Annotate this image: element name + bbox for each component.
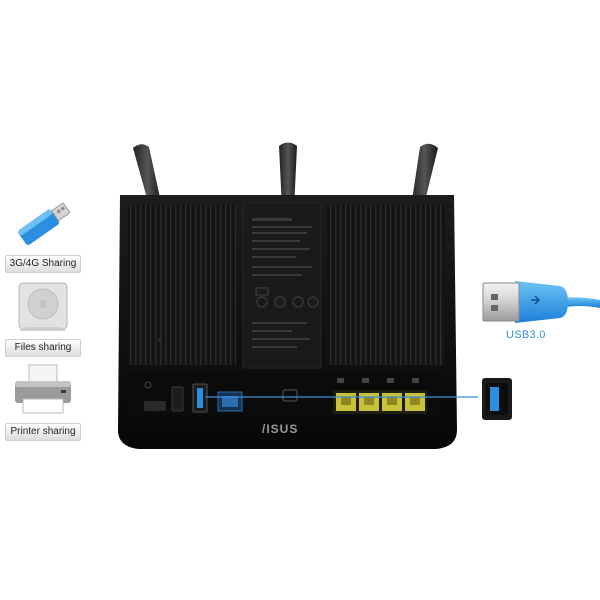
feature-label: Printer sharing (5, 423, 81, 441)
feature-label: 3G/4G Sharing (5, 255, 81, 273)
antenna-left (133, 144, 162, 209)
lan-ports (333, 390, 427, 414)
printer-icon (15, 364, 71, 414)
feature-files-sharing: Files sharing (5, 277, 81, 357)
usb3-socket-icon (482, 378, 512, 420)
usb3-label: USB3.0 (506, 329, 546, 341)
antenna-right (411, 143, 438, 209)
hard-drive-icon (18, 282, 68, 331)
brand-logo: /ISUS (262, 422, 299, 436)
feature-3g4g-sharing: 3G/4G Sharing (5, 193, 81, 273)
antenna-center (279, 142, 297, 209)
feature-label: Files sharing (5, 339, 81, 357)
feature-printer-sharing: Printer sharing (5, 361, 81, 441)
router-body (118, 195, 457, 449)
usb3-cable-icon (482, 281, 600, 323)
usb-flash-drive-icon (18, 202, 71, 245)
